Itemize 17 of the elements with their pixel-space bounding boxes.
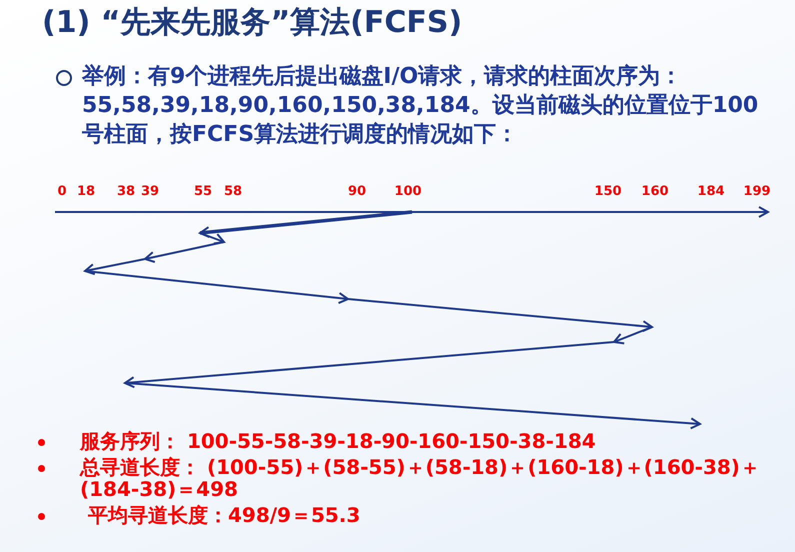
axis-tick-label: 0: [57, 184, 67, 199]
axis-tick-label: 160: [641, 184, 669, 199]
axis-tick-label: 184: [697, 184, 725, 199]
axis-tick-label: 199: [743, 184, 771, 199]
axis-tick-label: 18: [76, 184, 96, 199]
axis-tick-label: 58: [224, 184, 242, 199]
axis-tick-label: 39: [140, 184, 160, 199]
axis-tick-label: 55: [194, 184, 212, 199]
axis-tick-label: 38: [116, 184, 136, 199]
axis-tick-label: 150: [594, 184, 622, 199]
result-bullet-text: 平均寻道长度：498/9＝55.3: [87, 504, 362, 526]
axis-tick-label: 90: [348, 184, 366, 199]
result-bullet-text: 总寻道长度： (100-55)＋(58-55)＋(58-18)＋(160-18)＋(160-38)＋(184-38)＝498: [80, 456, 760, 500]
slide-title: (1) “先来先服务”算法(FCFS): [42, 4, 462, 42]
example-paragraph: 举例：有9个进程先后提出磁盘I/O请求，请求的柱面次序为：55,58,39,18,90,160,150,38,184。设当前磁头的位置位于100号柱面，按FCFS算法进行调度的情况如下：: [82, 62, 760, 149]
result-bullet-text: 服务序列： 100-55-58-39-18-90-160-150-38-184: [80, 430, 597, 452]
axis-tick-label: 100: [394, 184, 422, 199]
